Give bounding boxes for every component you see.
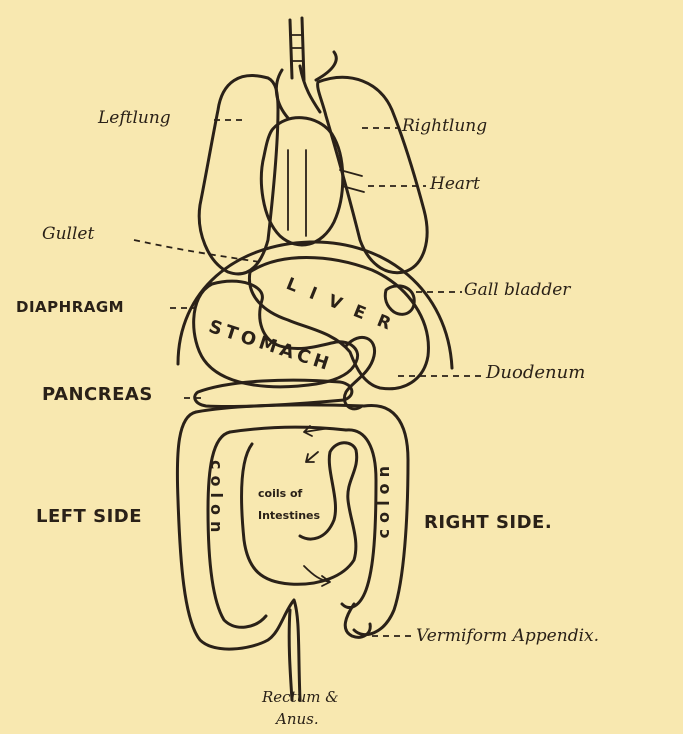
coils-label-line1: coils of (258, 488, 302, 499)
rectum (289, 610, 292, 700)
right-side-label: RIGHT SIDE. (424, 514, 552, 532)
pancreas-label: PANCREAS (42, 386, 153, 404)
vermiform-appendix-label: Vermiform Appendix. (416, 628, 599, 645)
gall-bladder-label: Gall bladder (464, 282, 570, 299)
gullet-label: Gullet (42, 226, 94, 243)
left-lung (199, 76, 278, 274)
colon-left-label: colon (208, 460, 224, 538)
coils-label-line2: Intestines (258, 510, 320, 521)
left-side-label: LEFT SIDE (36, 508, 142, 526)
left-lung-label: Leftlung (98, 110, 171, 127)
diaphragm-label: DIAPHRAGM (16, 300, 124, 315)
colon (177, 412, 300, 700)
pancreas (195, 380, 352, 406)
coil-arrow-mid (306, 452, 318, 462)
right-lung-label: Rightlung (402, 118, 487, 135)
duodenum-label: Duodenum (486, 364, 585, 382)
rectum-label-line2: Anus. (276, 712, 319, 727)
colon-right-label: colon (376, 460, 392, 538)
colon-inner-right (342, 430, 376, 608)
heart-label: Heart (430, 176, 480, 193)
rectum-label-line1: Rectum & (262, 690, 339, 705)
